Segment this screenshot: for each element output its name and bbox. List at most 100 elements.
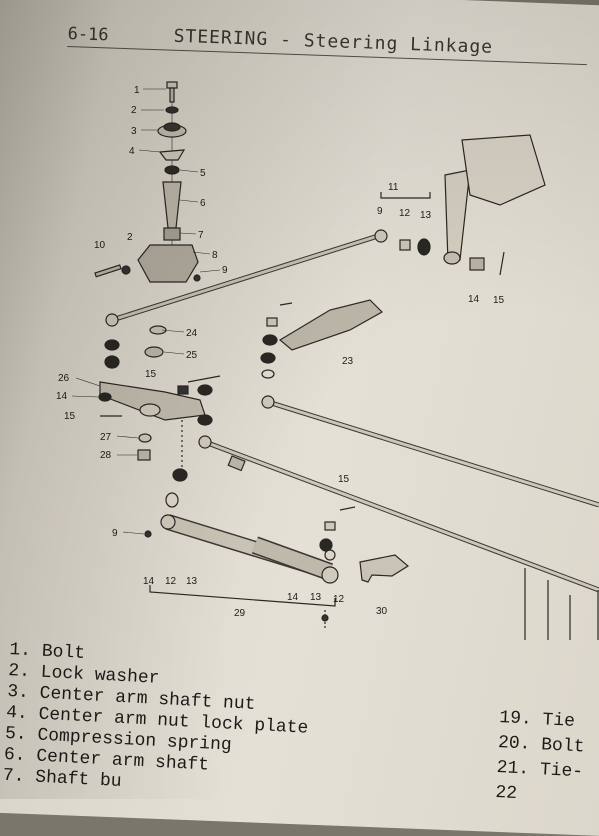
upper-tie-rod-highlight xyxy=(111,234,379,322)
leader-9 xyxy=(199,269,221,273)
stack-seal-a xyxy=(197,384,213,396)
idler-seal xyxy=(262,334,278,346)
callout: 14 xyxy=(143,576,155,587)
leader-8 xyxy=(192,251,211,255)
callout: 30 xyxy=(376,606,388,617)
nut-9-part xyxy=(193,274,201,282)
leader-25 xyxy=(163,351,185,355)
grease-seal-13 xyxy=(417,238,431,256)
steering-damper-part xyxy=(160,514,339,584)
callout: 8 xyxy=(212,250,218,261)
washer-2b-part xyxy=(121,265,131,275)
callout: 2 xyxy=(127,232,133,243)
callout: 3 xyxy=(131,126,137,137)
callout: 24 xyxy=(186,328,198,339)
seal-left xyxy=(104,339,120,351)
callout: 7 xyxy=(198,230,204,241)
leader-24 xyxy=(161,329,185,333)
idler-washer xyxy=(260,352,276,364)
tie-rod-end-left xyxy=(105,313,119,327)
callout: 9 xyxy=(377,206,383,217)
callout: 1 xyxy=(134,85,140,96)
callout: 15 xyxy=(493,295,505,306)
callout: 2 xyxy=(131,105,137,116)
spring-part xyxy=(164,165,180,175)
callout: 15 xyxy=(145,369,157,380)
leader-7 xyxy=(179,232,197,235)
callout: 15 xyxy=(64,411,76,422)
callout: 15 xyxy=(338,474,350,485)
callout: 10 xyxy=(94,240,106,251)
leader-14b xyxy=(71,395,99,398)
leader-4 xyxy=(138,149,161,153)
callout: 4 xyxy=(129,146,135,157)
tie-rod-end-right xyxy=(374,229,388,243)
shaft-bushing-part xyxy=(163,227,181,241)
center-arm-boss xyxy=(139,403,161,417)
callout: 12 xyxy=(399,208,411,219)
damper-washer xyxy=(324,549,336,561)
leader-27 xyxy=(116,435,139,439)
washer-27-part xyxy=(138,433,152,443)
lock-washer-part xyxy=(165,106,179,114)
idler-ring xyxy=(261,369,275,379)
shaft-nut-part xyxy=(157,122,187,138)
center-arm-shaft-part xyxy=(162,181,182,229)
stack-nut-a xyxy=(177,385,189,395)
callout: 23 xyxy=(342,356,354,367)
callout: 14 xyxy=(287,592,299,603)
bolt-part xyxy=(166,81,178,103)
nut-28-part xyxy=(137,449,151,461)
washer-24-part xyxy=(149,325,167,335)
callout: 13 xyxy=(186,576,198,587)
steering-linkage-diagram: 1 2 3 4 5 6 7 2 10 8 9 11 9 12 13 14 15 … xyxy=(56,81,599,640)
damper-nut xyxy=(324,521,336,531)
leader-26 xyxy=(75,377,101,387)
cotter-pin-15 xyxy=(499,251,505,276)
idler-bolt xyxy=(279,302,293,306)
right-tie-rod-upper-hl xyxy=(267,400,599,507)
parts-legend-right: 19. Tie 20. Bolt 21. Tie- 22 xyxy=(495,706,599,812)
nut-25-part xyxy=(144,346,164,358)
nut-14-part xyxy=(469,257,485,271)
cotter-15d xyxy=(339,506,356,511)
pitman-arm-part xyxy=(443,134,546,265)
callout: 9 xyxy=(112,528,118,539)
castle-nut-12 xyxy=(399,239,411,251)
callout: 5 xyxy=(200,168,206,179)
group-11-bracket xyxy=(380,192,431,199)
damper-bolt-head xyxy=(165,492,179,508)
idler-nut xyxy=(266,317,278,327)
callout: 29 xyxy=(234,608,246,619)
damper-seal xyxy=(319,538,333,552)
callout: 25 xyxy=(186,350,198,361)
callout: 13 xyxy=(310,592,322,603)
bracket-part xyxy=(137,244,199,283)
callout: 9 xyxy=(222,265,228,276)
callout: 12 xyxy=(333,594,345,605)
callout: 11 xyxy=(388,182,399,193)
cotter-15b xyxy=(187,375,221,383)
callout: 13 xyxy=(420,210,432,221)
callout: 12 xyxy=(165,576,177,587)
nut-9c-part xyxy=(144,530,152,538)
parts-legend-left: 1. Bolt 2. Lock washer 3. Center arm sha… xyxy=(2,640,389,807)
lower-rod-end xyxy=(198,435,212,449)
callout: 28 xyxy=(100,450,112,461)
right-tie-rod-lower-hl xyxy=(204,440,599,592)
stack-seal-b xyxy=(197,414,213,426)
callout: 6 xyxy=(200,198,206,209)
callout: 27 xyxy=(100,432,112,443)
callout: 26 xyxy=(58,373,70,384)
lower-bolt xyxy=(321,614,329,622)
idler-arm-part xyxy=(278,299,383,351)
bolt-10-part xyxy=(94,264,122,278)
nut-14b-part xyxy=(98,392,112,402)
bracket-30-part xyxy=(359,554,410,583)
group-29-bracket xyxy=(149,585,336,607)
callout: 14 xyxy=(56,391,68,402)
callout: 14 xyxy=(468,294,480,305)
upper-rod-end xyxy=(261,395,275,409)
stack-seal-c xyxy=(172,468,188,482)
adjuster-clamp xyxy=(227,455,246,472)
